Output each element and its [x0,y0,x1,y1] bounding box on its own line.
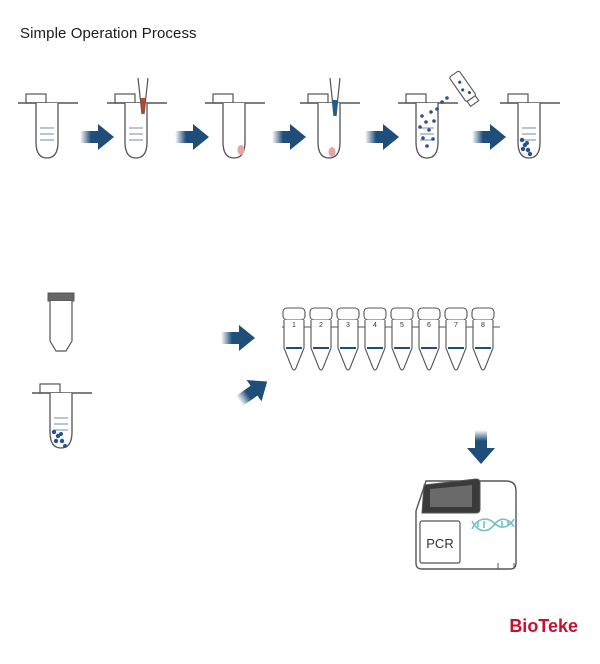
page-title: Simple Operation Process [20,25,197,42]
pcr-label: PCR [426,536,453,551]
dna-icon [471,518,515,532]
strip-label-4: 4 [373,322,377,329]
pcr-strip: 1 2 3 4 5 6 7 8 [282,307,500,371]
pcr-instrument: PCR [415,478,517,570]
step-6-tube [499,93,561,159]
strip-tube-5 [390,307,414,371]
reagent-vial [449,70,480,108]
step-5-tube [397,70,480,159]
strip-label-1: 1 [292,322,296,329]
arrow-to-strip-1 [221,325,255,351]
arrow-to-strip-2 [235,380,268,406]
collection-tube [47,292,75,352]
step-3-tube [205,93,265,159]
step-4-tube [300,77,360,159]
strip-tube-4 [363,307,387,371]
brand-logo-text: BioTeke [509,616,578,636]
arrow-down [467,430,495,464]
pipette-tip-red [137,77,149,115]
strip-tube-7 [444,307,468,371]
strip-label-7: 7 [454,322,458,329]
strip-tube-3 [336,307,360,371]
step-1-tube [17,93,79,159]
strip-label-3: 3 [346,322,350,329]
strip-label-6: 6 [427,322,431,329]
strip-tube-1 [282,307,306,371]
pellet [237,145,245,155]
magnetic-beads [418,96,449,148]
strip-label-2: 2 [319,322,323,329]
pipette-tip-blue [329,77,341,117]
collected-beads [519,137,533,157]
step-2-tube [106,77,168,159]
arrow-right-3 [272,124,306,150]
strip-tube-2 [309,307,333,371]
strip-label-5: 5 [400,322,404,329]
strip-tube-6 [417,307,441,371]
arrow-right-5 [472,124,506,150]
strip-tube-8 [471,307,495,371]
arrow-right-2 [175,124,209,150]
strip-label-8: 8 [481,322,485,329]
arrow-right-4 [365,124,399,150]
arrow-right-1 [80,124,114,150]
eluate-tube [31,383,93,449]
